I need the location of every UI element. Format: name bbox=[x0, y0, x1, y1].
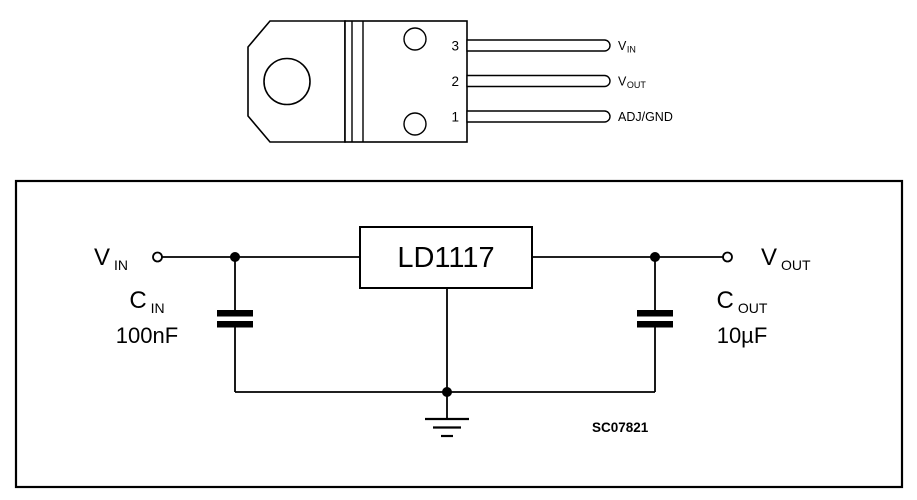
cin-label: C IN bbox=[129, 287, 164, 316]
pin-lead-3 bbox=[466, 39, 611, 52]
regulator-label: LD1117 bbox=[397, 242, 494, 274]
body-circle-top bbox=[403, 27, 427, 51]
pin-label-adj-gnd: ADJ/GND bbox=[618, 110, 673, 124]
input-terminal bbox=[152, 251, 163, 263]
figure-code: SC07821 bbox=[592, 420, 649, 435]
vin-label-main: V bbox=[94, 244, 110, 271]
output-capacitor-plate-top bbox=[637, 310, 673, 317]
cin-value: 100nF bbox=[116, 323, 178, 348]
ground-symbol bbox=[425, 417, 469, 438]
body-circle-bottom bbox=[403, 112, 427, 136]
junction-dot-output bbox=[650, 252, 660, 262]
pin-lead-2 bbox=[466, 74, 611, 88]
junction-dot-ground bbox=[442, 387, 452, 397]
pin-number-1: 1 bbox=[451, 110, 459, 125]
cout-label-sub: OUT bbox=[738, 300, 768, 316]
vout-label-sub: OUT bbox=[781, 257, 811, 273]
vout-label-main: V bbox=[761, 244, 777, 271]
cout-label-main: C bbox=[717, 287, 734, 314]
pin-label-vout-main: V bbox=[618, 75, 627, 89]
regulator-box bbox=[359, 226, 533, 289]
cin-label-main: C bbox=[129, 287, 146, 314]
pin-label-vout: VOUT bbox=[618, 75, 646, 91]
pin-lead-1 bbox=[466, 110, 611, 123]
mounting-hole bbox=[263, 57, 311, 106]
input-capacitor-plate-top bbox=[217, 310, 253, 317]
pin-label-vin-sub: IN bbox=[627, 45, 636, 55]
pin-number-2: 2 bbox=[451, 74, 459, 89]
vin-label-sub: IN bbox=[114, 257, 128, 273]
application-circuit: LD1117 bbox=[14, 179, 904, 489]
pin-label-vout-sub: OUT bbox=[627, 80, 647, 90]
package-drawing: 3 2 1 VIN VOUT ADJ/GND bbox=[247, 20, 673, 143]
output-capacitor-plate-bottom bbox=[637, 321, 673, 328]
cin-label-sub: IN bbox=[151, 300, 165, 316]
pin-label-vin-main: V bbox=[618, 39, 627, 53]
cout-value: 10µF bbox=[717, 323, 768, 348]
input-capacitor-plate-bottom bbox=[217, 321, 253, 328]
pin-number-3: 3 bbox=[451, 39, 459, 54]
output-terminal bbox=[722, 251, 733, 263]
junction-dot-input bbox=[230, 252, 240, 262]
pin-label-vin: VIN bbox=[618, 39, 636, 55]
